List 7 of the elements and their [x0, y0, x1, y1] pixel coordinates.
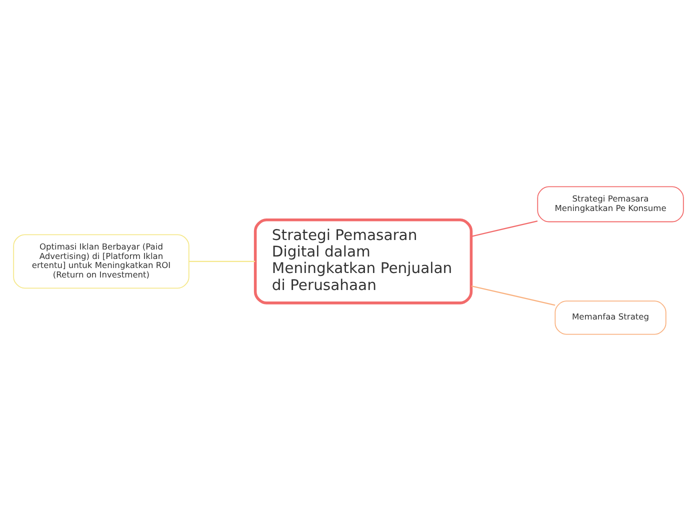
node-box: Optimasi Iklan Berbayar (Paid Advertising) di [Platform Iklan ertentu] untuk Meningkatkan ROI (Return on Investment) — [13, 234, 190, 288]
connector — [471, 220, 538, 236]
node-box: Strategi Pemasaran Digital dalam Meningkatkan Penjualan di Perusahaan — [254, 218, 473, 304]
connector — [471, 284, 556, 306]
node-box: Memanfaa Strateg — [554, 300, 666, 334]
connector — [189, 260, 256, 262]
node-box: Strategi Pemasara Meningkatkan Pe Konsume — [537, 186, 684, 222]
